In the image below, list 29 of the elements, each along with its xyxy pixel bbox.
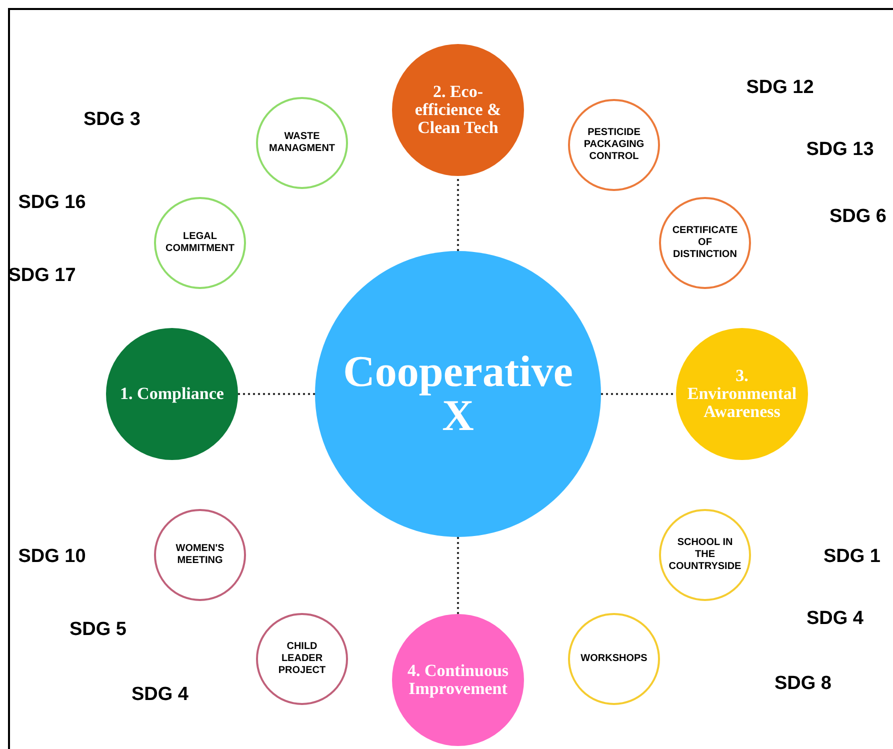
- sdg-label: SDG 10: [18, 544, 86, 569]
- connector-line: [238, 393, 315, 395]
- circle-label: CERTIFICATE OF DISTINCTION: [671, 225, 739, 261]
- circle-label: WASTE MANAGMENT: [268, 131, 336, 155]
- connector-line: [457, 537, 459, 614]
- sdg-label: SDG 6: [829, 204, 887, 229]
- circle-label: WORKSHOPS: [580, 653, 648, 665]
- connector-line: [601, 393, 676, 395]
- sdg-label: SDG 8: [774, 672, 832, 696]
- sdg-label: SDG 16: [18, 190, 86, 215]
- sdg-label: SDG 5: [69, 618, 127, 642]
- sdg-label: SDG 17: [8, 264, 76, 288]
- sdg-label: SDG 3: [83, 108, 141, 132]
- circle-label: 4. Continuous Improvement: [406, 662, 510, 698]
- circle-label: 3. Environmental Awareness: [686, 367, 798, 421]
- circle-label: SCHOOL IN THE COUNTRYSIDE: [668, 537, 742, 573]
- sdg-label: SDG 13: [806, 138, 874, 162]
- sdg-label: SDG 1: [823, 544, 881, 569]
- circle-label: 2. Eco-efficience & Clean Tech: [414, 83, 502, 137]
- circle-label: CHILD LEADER PROJECT: [277, 641, 327, 677]
- sdg-label: SDG 4: [131, 682, 189, 707]
- circle-label: LEGAL COMMITMENT: [164, 231, 236, 255]
- sdg-label: SDG 4: [806, 606, 864, 631]
- sdg-label: SDG 12: [746, 76, 814, 100]
- circle-label: PESTICIDE PACKAGING CONTROL: [582, 127, 646, 163]
- circle-label: WOMEN'S MEETING: [174, 543, 226, 567]
- circle-label: 1. Compliance: [119, 385, 225, 403]
- connector-line: [457, 176, 459, 251]
- circle-label: Cooperative X: [342, 350, 574, 438]
